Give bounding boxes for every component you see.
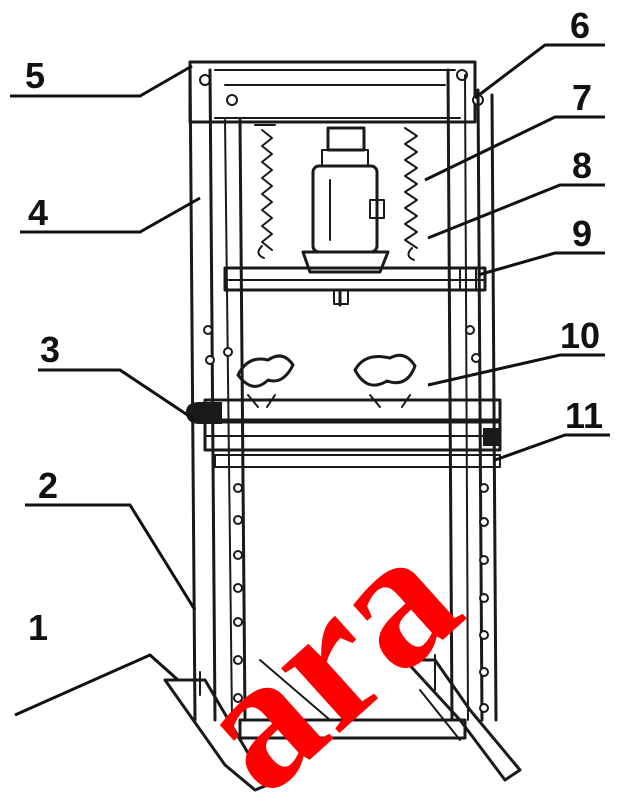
- right-upright: [446, 68, 498, 722]
- callout-11: 11: [565, 395, 603, 436]
- press-frame-drawing: [163, 60, 522, 792]
- callout-3: 3: [40, 329, 60, 370]
- callout-4: 4: [28, 192, 48, 233]
- callout-1: 1: [28, 607, 48, 648]
- watermark: ara: [153, 492, 497, 792]
- base-and-feet: [163, 654, 522, 792]
- hydraulic-jack: [301, 126, 390, 307]
- table-beam: [203, 398, 502, 468]
- callout-7: 7: [572, 77, 592, 118]
- upper-movable-beam: [223, 266, 487, 292]
- leader-lines: [10, 43, 610, 717]
- adjustment-holes: [203, 325, 489, 713]
- springs: [254, 121, 421, 261]
- top-beam: [188, 60, 484, 124]
- callout-9: 9: [572, 213, 592, 254]
- callout-labels: 1 2 3 4 5 6 7 8 9 10 11: [25, 5, 603, 648]
- callout-8: 8: [572, 145, 592, 186]
- support-pins: [186, 402, 501, 446]
- callout-2: 2: [38, 465, 58, 506]
- callout-6: 6: [570, 5, 590, 46]
- callout-10: 10: [560, 315, 600, 356]
- watermark-text: ara: [153, 492, 497, 792]
- callout-5: 5: [25, 55, 45, 96]
